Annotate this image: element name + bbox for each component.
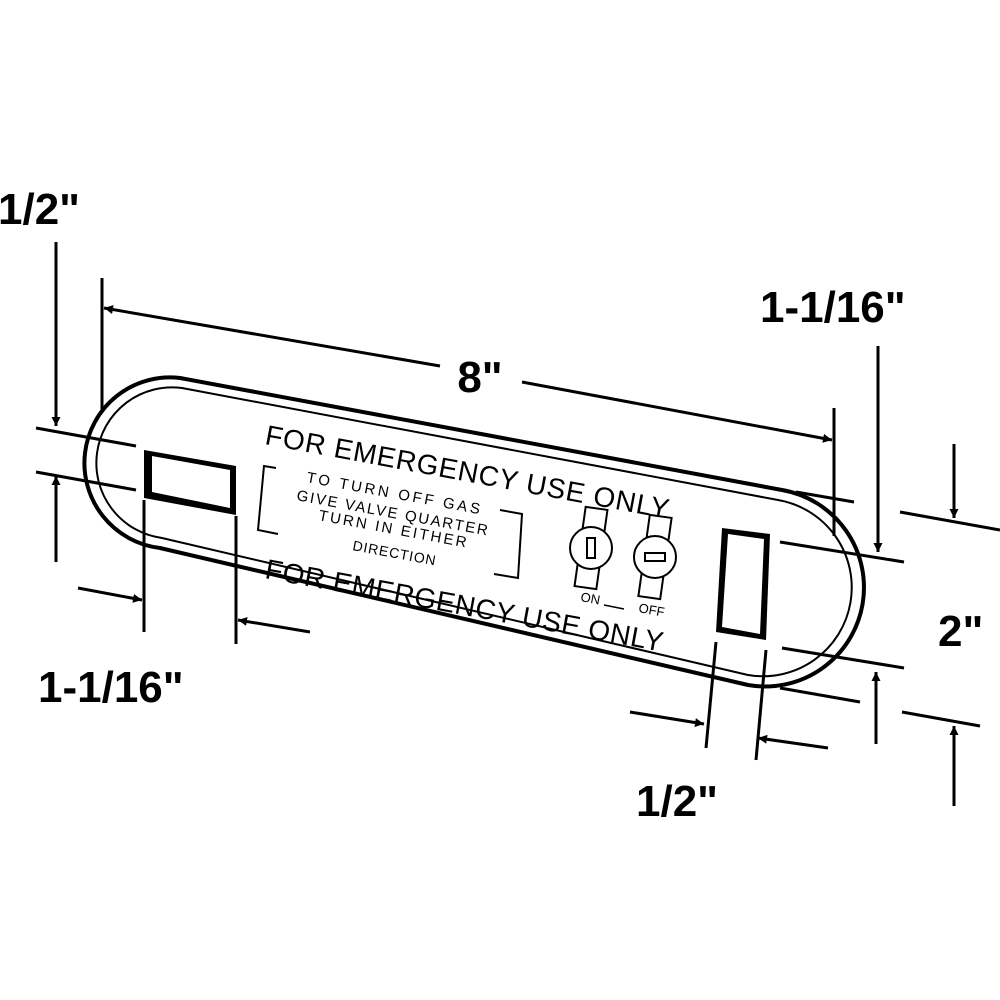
- valve-on-icon: [569, 505, 613, 591]
- top-left-offset-label: 1/2": [0, 185, 80, 234]
- instruction-box: [256, 464, 524, 580]
- left-slot: [144, 450, 236, 515]
- right-slot: [716, 528, 770, 640]
- dimension-left-slot-width: 1-1/16": [38, 500, 311, 712]
- dimension-top-left-offset: 1/2": [0, 185, 137, 562]
- left-slot-width-label: 1-1/16": [38, 663, 184, 712]
- dimension-overall-length: 8": [100, 278, 836, 536]
- overall-length-label: 8": [457, 353, 502, 402]
- dimension-top-right-offset: 1-1/16": [760, 283, 906, 564]
- overall-height-label: 2": [938, 607, 983, 656]
- dimension-right-slot-width: 1/2": [629, 641, 905, 826]
- on-label: ON: [579, 589, 601, 607]
- valve-off-icon: [633, 513, 677, 601]
- plate-outline: [82, 375, 866, 689]
- right-slot-width-label: 1/2": [636, 777, 718, 826]
- dimension-overall-height: 2": [899, 444, 1000, 806]
- top-right-offset-label: 1-1/16": [760, 283, 906, 332]
- off-label: OFF: [637, 600, 665, 619]
